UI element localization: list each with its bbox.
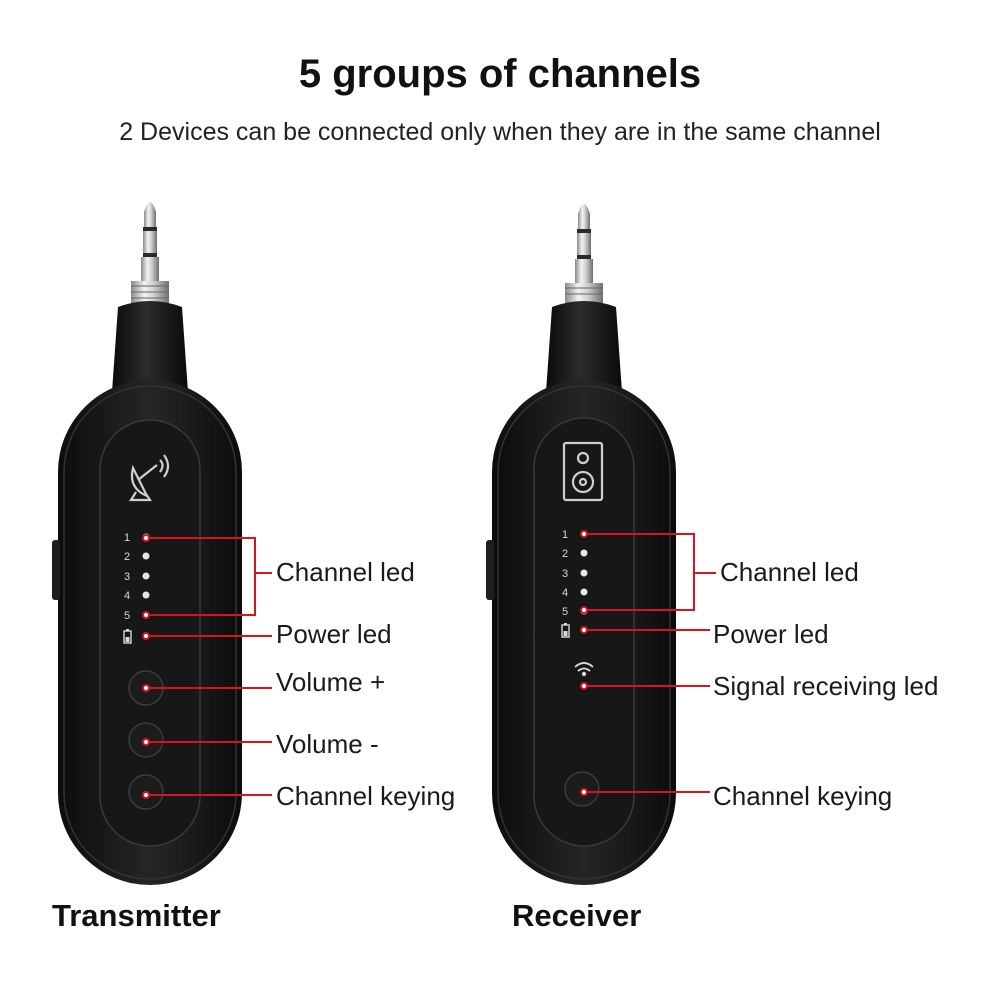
channel-number: 4 <box>124 590 130 602</box>
audio-jack-plug <box>565 204 603 303</box>
battery-icon <box>561 623 570 638</box>
channel-number: 3 <box>562 568 568 580</box>
label-volume-minus: Volume - <box>276 729 379 759</box>
channel-led <box>580 569 588 577</box>
label-power-led: Power led <box>276 619 392 649</box>
satellite-dish-icon <box>129 454 170 502</box>
channel-number: 1 <box>562 529 568 541</box>
channel-number: 2 <box>562 548 568 560</box>
page-title: 5 groups of channels <box>298 52 702 96</box>
device-neck <box>112 301 188 392</box>
receiver-device: 1 2 3 4 5 <box>486 204 676 885</box>
channel-led <box>580 549 588 557</box>
channel-number: 2 <box>124 551 130 563</box>
channel-led <box>142 572 150 580</box>
channel-number: 5 <box>562 606 568 618</box>
channel-led <box>580 588 588 596</box>
label-channel-led: Channel led <box>276 557 415 587</box>
wifi-signal-icon <box>574 662 594 677</box>
channel-number: 1 <box>124 532 130 544</box>
channel-number: 3 <box>124 571 130 583</box>
front-panel <box>99 419 201 847</box>
label-channel-keying: Channel keying <box>276 781 455 811</box>
audio-jack-plug <box>131 202 169 303</box>
channel-led <box>142 591 150 599</box>
channel-number: 4 <box>562 587 568 599</box>
label-signal-receiving-led: Signal receiving led <box>713 671 938 701</box>
receiver-name: Receiver <box>512 898 642 933</box>
channel-number: 5 <box>124 610 130 622</box>
receiver-callout-lines <box>580 530 716 796</box>
speaker-icon <box>562 441 604 502</box>
transmitter-device: 1 2 3 4 5 + - <box>52 202 242 885</box>
device-neck <box>546 301 622 392</box>
page-subtitle: 2 Devices can be connected only when the… <box>119 118 881 146</box>
label-channel-keying: Channel keying <box>713 781 892 811</box>
transmitter-callout-lines <box>142 534 272 799</box>
label-volume-plus: Volume + <box>276 667 385 697</box>
label-channel-led: Channel led <box>720 557 859 587</box>
label-power-led: Power led <box>713 619 829 649</box>
battery-icon <box>123 629 132 644</box>
channel-led <box>142 552 150 560</box>
transmitter-name: Transmitter <box>52 898 221 933</box>
